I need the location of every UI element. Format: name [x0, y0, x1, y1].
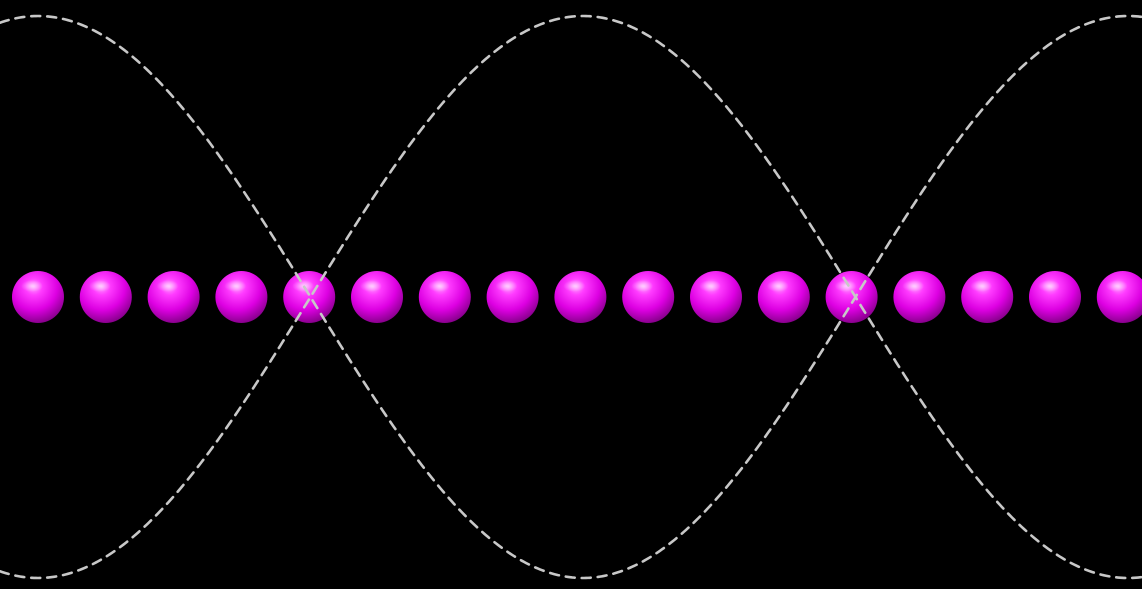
particle-highlight: [631, 280, 653, 292]
particle-sphere: [351, 271, 403, 323]
particle-highlight: [1106, 280, 1128, 292]
particle: [1029, 271, 1081, 323]
particle: [622, 271, 674, 323]
particle-highlight: [89, 280, 111, 292]
particle-sphere: [758, 271, 810, 323]
particle: [1097, 271, 1142, 323]
particle: [961, 271, 1013, 323]
particle-highlight: [902, 280, 924, 292]
particle-highlight: [699, 280, 721, 292]
particle-highlight: [767, 280, 789, 292]
particle: [12, 271, 64, 323]
particle: [554, 271, 606, 323]
particle: [487, 271, 539, 323]
particle: [893, 271, 945, 323]
particle-row: [12, 271, 1142, 323]
particle-sphere: [893, 271, 945, 323]
particle-sphere: [215, 271, 267, 323]
particle-sphere: [419, 271, 471, 323]
particle-sphere: [80, 271, 132, 323]
particle-sphere: [554, 271, 606, 323]
particle-highlight: [21, 280, 43, 292]
particle: [215, 271, 267, 323]
particle-highlight: [496, 280, 518, 292]
particle-highlight: [224, 280, 246, 292]
particle: [758, 271, 810, 323]
particle-sphere: [961, 271, 1013, 323]
particle-highlight: [360, 280, 382, 292]
particle-highlight: [1038, 280, 1060, 292]
particle-highlight: [157, 280, 179, 292]
particle: [80, 271, 132, 323]
particle: [148, 271, 200, 323]
particle-sphere: [12, 271, 64, 323]
particle-highlight: [428, 280, 450, 292]
particle-sphere: [1097, 271, 1142, 323]
particle-sphere: [1029, 271, 1081, 323]
particle: [419, 271, 471, 323]
particle-sphere: [690, 271, 742, 323]
particle: [690, 271, 742, 323]
particle: [351, 271, 403, 323]
particle-sphere: [283, 271, 335, 323]
particle-sphere: [622, 271, 674, 323]
particle: [826, 271, 878, 323]
particle: [283, 271, 335, 323]
particle-sphere: [826, 271, 878, 323]
particle-sphere: [487, 271, 539, 323]
particle-sphere: [148, 271, 200, 323]
particle-highlight: [970, 280, 992, 292]
particle-highlight: [563, 280, 585, 292]
